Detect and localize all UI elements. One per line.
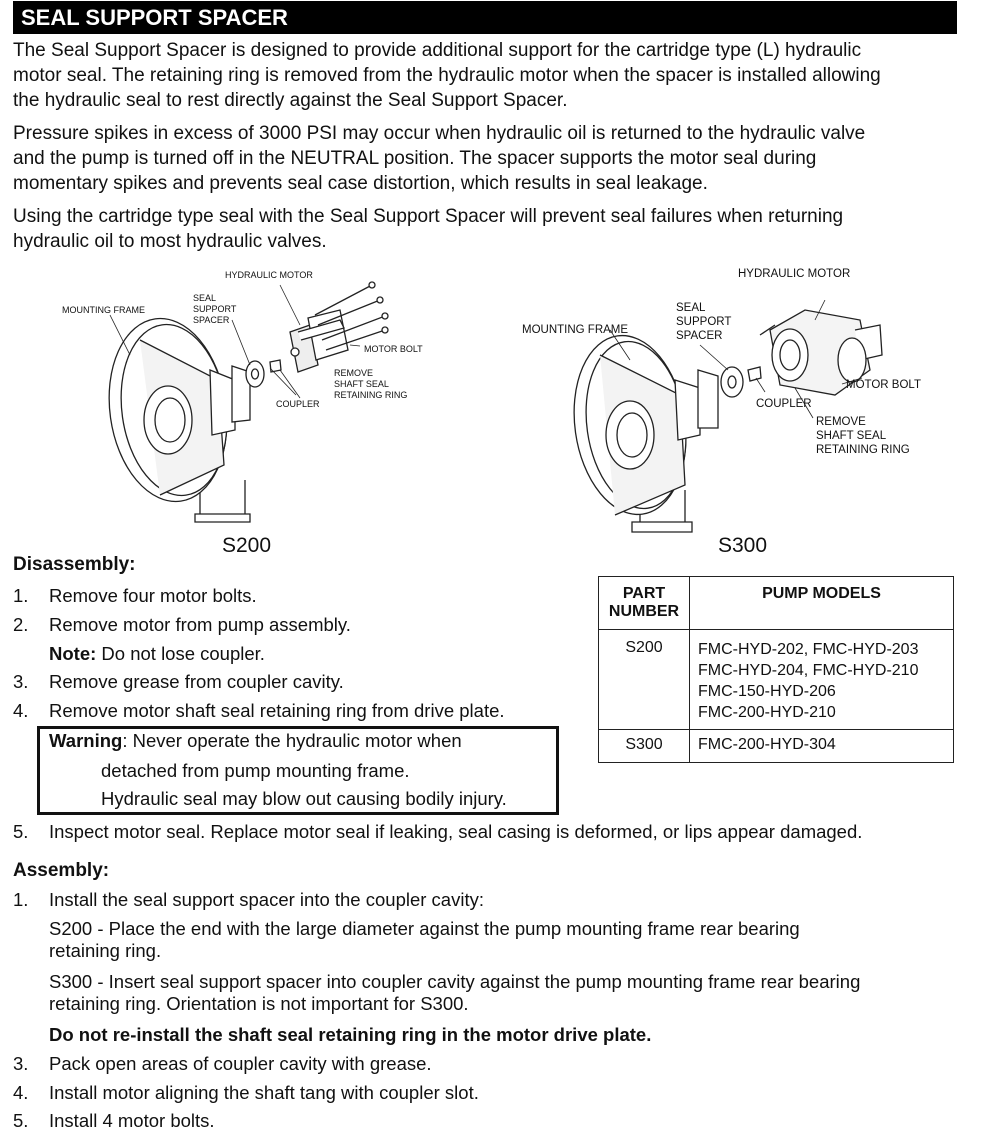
intro-p3-line2: hydraulic oil to most hydraulic valves.: [13, 231, 327, 252]
list-item-text: Install the seal support spacer into the…: [49, 889, 484, 910]
list-item: 4. Install motor aligning the shaft tang…: [0, 1082, 600, 1104]
list-item-number: 5.: [13, 1110, 29, 1131]
list-item-number: 1.: [13, 889, 29, 910]
parts-table: PART NUMBER PUMP MODELS S200 FMC-HYD-202…: [598, 576, 954, 763]
s300-label-support: SUPPORT: [676, 316, 732, 328]
note-text: Do not lose coupler.: [101, 643, 265, 664]
warning-box: Warning: Never operate the hydraulic mot…: [37, 726, 559, 815]
list-item: 1. Remove four motor bolts.: [0, 585, 600, 607]
list-item-number: 5.: [13, 821, 29, 842]
list-item-number: 3.: [13, 1053, 29, 1074]
s200-label-hydraulic-motor: HYDRAULIC MOTOR: [225, 270, 313, 280]
warning-line-1: Warning: Never operate the hydraulic mot…: [49, 730, 462, 752]
warning-line-2: detached from pump mounting frame.: [101, 760, 410, 781]
list-item-text: Inspect motor seal. Replace motor seal i…: [49, 821, 863, 842]
list-item: 5. Install 4 motor bolts.: [0, 1110, 600, 1132]
s300-exploded-diagram: [573, 300, 883, 533]
table-header-row: PART NUMBER PUMP MODELS: [598, 576, 954, 630]
s300-instruction: S300 - Insert seal support spacer into c…: [49, 971, 994, 1015]
s300-caption: S300: [718, 534, 768, 557]
disassembly-note: Note: Do not lose coupler.: [49, 643, 265, 665]
list-item-number: 4.: [13, 700, 29, 721]
header-part-line2: NUMBER: [608, 603, 680, 620]
list-item: 1. Install the seal support spacer into …: [0, 889, 990, 911]
intro-p2-line1: Pressure spikes in excess of 3000 PSI ma…: [13, 123, 866, 144]
s200-label-support: SUPPORT: [193, 304, 237, 314]
s300-line-2: retaining ring. Orientation is not impor…: [49, 993, 469, 1014]
list-item-text: Remove grease from coupler cavity.: [49, 671, 344, 692]
list-item-text: Install motor aligning the shaft tang wi…: [49, 1082, 479, 1103]
list-item: 3. Remove grease from coupler cavity.: [0, 671, 600, 693]
intro-p2-line3: momentary spikes and prevents seal case …: [13, 173, 708, 194]
header-part-line1: PART: [622, 585, 666, 602]
list-item-number: 3.: [13, 671, 29, 692]
s300-label-hydraulic-motor: HYDRAULIC MOTOR: [738, 268, 851, 280]
s300-label-motor-bolt: MOTOR BOLT: [846, 379, 921, 391]
list-item: 3. Pack open areas of coupler cavity wit…: [0, 1053, 600, 1075]
header-part-number: PART NUMBER: [598, 576, 690, 630]
models-cell: FMC-HYD-202, FMC-HYD-203 FMC-HYD-204, FM…: [689, 629, 954, 730]
model-line: FMC-150-HYD-206: [698, 683, 836, 700]
list-item-text: Remove motor from pump assembly.: [49, 614, 351, 635]
s300-label-shaft-seal: SHAFT SEAL: [816, 430, 887, 442]
s300-label-coupler: COUPLER: [756, 398, 812, 410]
model-line: FMC-HYD-204, FMC-HYD-210: [698, 662, 919, 679]
list-item-number: 2.: [13, 614, 29, 635]
warning-label: Warning: [49, 730, 123, 751]
table-row: S200 FMC-HYD-202, FMC-HYD-203 FMC-HYD-20…: [598, 629, 954, 730]
list-item-text: Remove motor shaft seal retaining ring f…: [49, 700, 505, 721]
note-label: Note:: [49, 643, 97, 664]
s200-label-remove: REMOVE: [334, 368, 374, 378]
s200-line-2: retaining ring.: [49, 940, 162, 961]
bold-note: Do not re-install the shaft seal retaini…: [49, 1024, 652, 1045]
s200-label-shaft-seal: SHAFT SEAL: [334, 379, 389, 389]
model-line: FMC-200-HYD-210: [698, 704, 836, 721]
section-title: SEAL SUPPORT SPACER: [13, 1, 957, 34]
part-cell: S200: [598, 629, 690, 730]
assembly-heading: Assembly:: [13, 860, 110, 881]
models-cell: FMC-200-HYD-304: [689, 729, 954, 763]
intro-p1-line3: the hydraulic seal to rest directly agai…: [13, 90, 568, 111]
part-cell: S300: [598, 729, 690, 763]
model-line: FMC-HYD-202, FMC-HYD-203: [698, 641, 919, 658]
model-line: FMC-200-HYD-304: [698, 736, 836, 753]
s200-label-motor-bolt: MOTOR BOLT: [364, 344, 423, 354]
s200-line-1: S200 - Place the end with the large diam…: [49, 918, 800, 939]
warning-line-3: Hydraulic seal may blow out causing bodi…: [101, 788, 507, 809]
header-pump-models: PUMP MODELS: [689, 576, 954, 630]
list-item-number: 4.: [13, 1082, 29, 1103]
intro-paragraph-1: The Seal Support Spacer is designed to p…: [13, 38, 963, 113]
s300-label-remove: REMOVE: [816, 416, 866, 428]
intro-p1-line2: motor seal. The retaining ring is remove…: [13, 65, 881, 86]
list-item-text: Pack open areas of coupler cavity with g…: [49, 1053, 432, 1074]
s300-line-1: S300 - Insert seal support spacer into c…: [49, 971, 861, 992]
intro-paragraph-2: Pressure spikes in excess of 3000 PSI ma…: [13, 121, 963, 196]
s200-label-mounting-frame: MOUNTING FRAME: [62, 305, 145, 315]
intro-p3-line1: Using the cartridge type seal with the S…: [13, 206, 844, 227]
s300-label-spacer: SPACER: [676, 330, 723, 342]
s200-label-spacer: SPACER: [193, 315, 230, 325]
s300-label-seal: SEAL: [676, 302, 706, 314]
s200-caption: S200: [222, 534, 272, 557]
s200-label-retaining-ring: RETAINING RING: [334, 390, 408, 400]
intro-p2-line2: and the pump is turned off in the NEUTRA…: [13, 148, 817, 169]
list-item: 2. Remove motor from pump assembly.: [0, 614, 600, 636]
list-item-text: Install 4 motor bolts.: [49, 1110, 215, 1131]
intro-paragraph-3: Using the cartridge type seal with the S…: [13, 204, 963, 254]
list-item-number: 1.: [13, 585, 29, 606]
disassembly-heading: Disassembly:: [13, 554, 136, 575]
s300-label-retaining-ring: RETAINING RING: [816, 444, 910, 456]
s200-exploded-diagram: [108, 281, 389, 523]
s200-instruction: S200 - Place the end with the large diam…: [49, 918, 989, 962]
intro-p1-line1: The Seal Support Spacer is designed to p…: [13, 40, 862, 61]
s200-label-seal: SEAL: [193, 293, 217, 303]
table-row: S300 FMC-200-HYD-304: [598, 729, 954, 763]
list-item: 5. Inspect motor seal. Replace motor sea…: [0, 821, 990, 843]
warning-text-1: : Never operate the hydraulic motor when: [122, 730, 462, 751]
s200-label-coupler: COUPLER: [276, 399, 320, 409]
list-item-text: Remove four motor bolts.: [49, 585, 257, 606]
list-item: 4. Remove motor shaft seal retaining rin…: [0, 700, 600, 722]
s300-label-mounting-frame: MOUNTING FRAME: [522, 324, 629, 336]
